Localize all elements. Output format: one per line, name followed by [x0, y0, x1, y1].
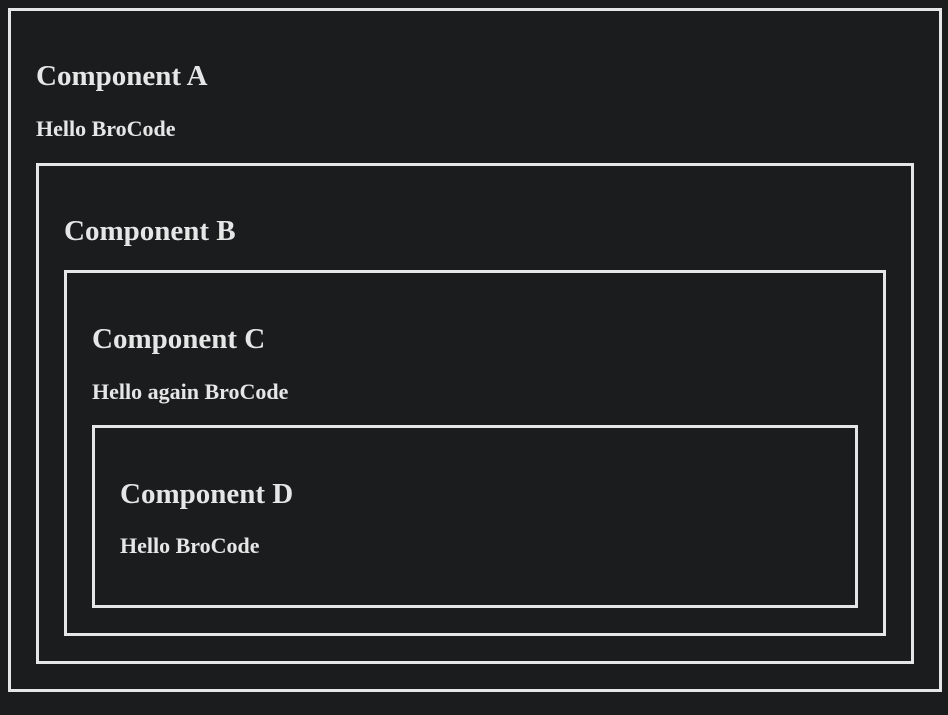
component-b-box: [36, 163, 914, 664]
component-c-message: Hello again BroCode: [92, 379, 289, 404]
component-a-message: Hello BroCode: [36, 116, 176, 141]
component-d-title: Component D: [120, 478, 294, 510]
component-d-box: [92, 425, 858, 608]
component-a-box: [8, 8, 942, 692]
component-b-title: Component B: [64, 215, 236, 247]
component-d-message: Hello BroCode: [120, 533, 260, 558]
component-c-title: Component C: [92, 323, 266, 355]
component-c-box: [64, 270, 886, 636]
component-a-title: Component A: [36, 60, 208, 92]
